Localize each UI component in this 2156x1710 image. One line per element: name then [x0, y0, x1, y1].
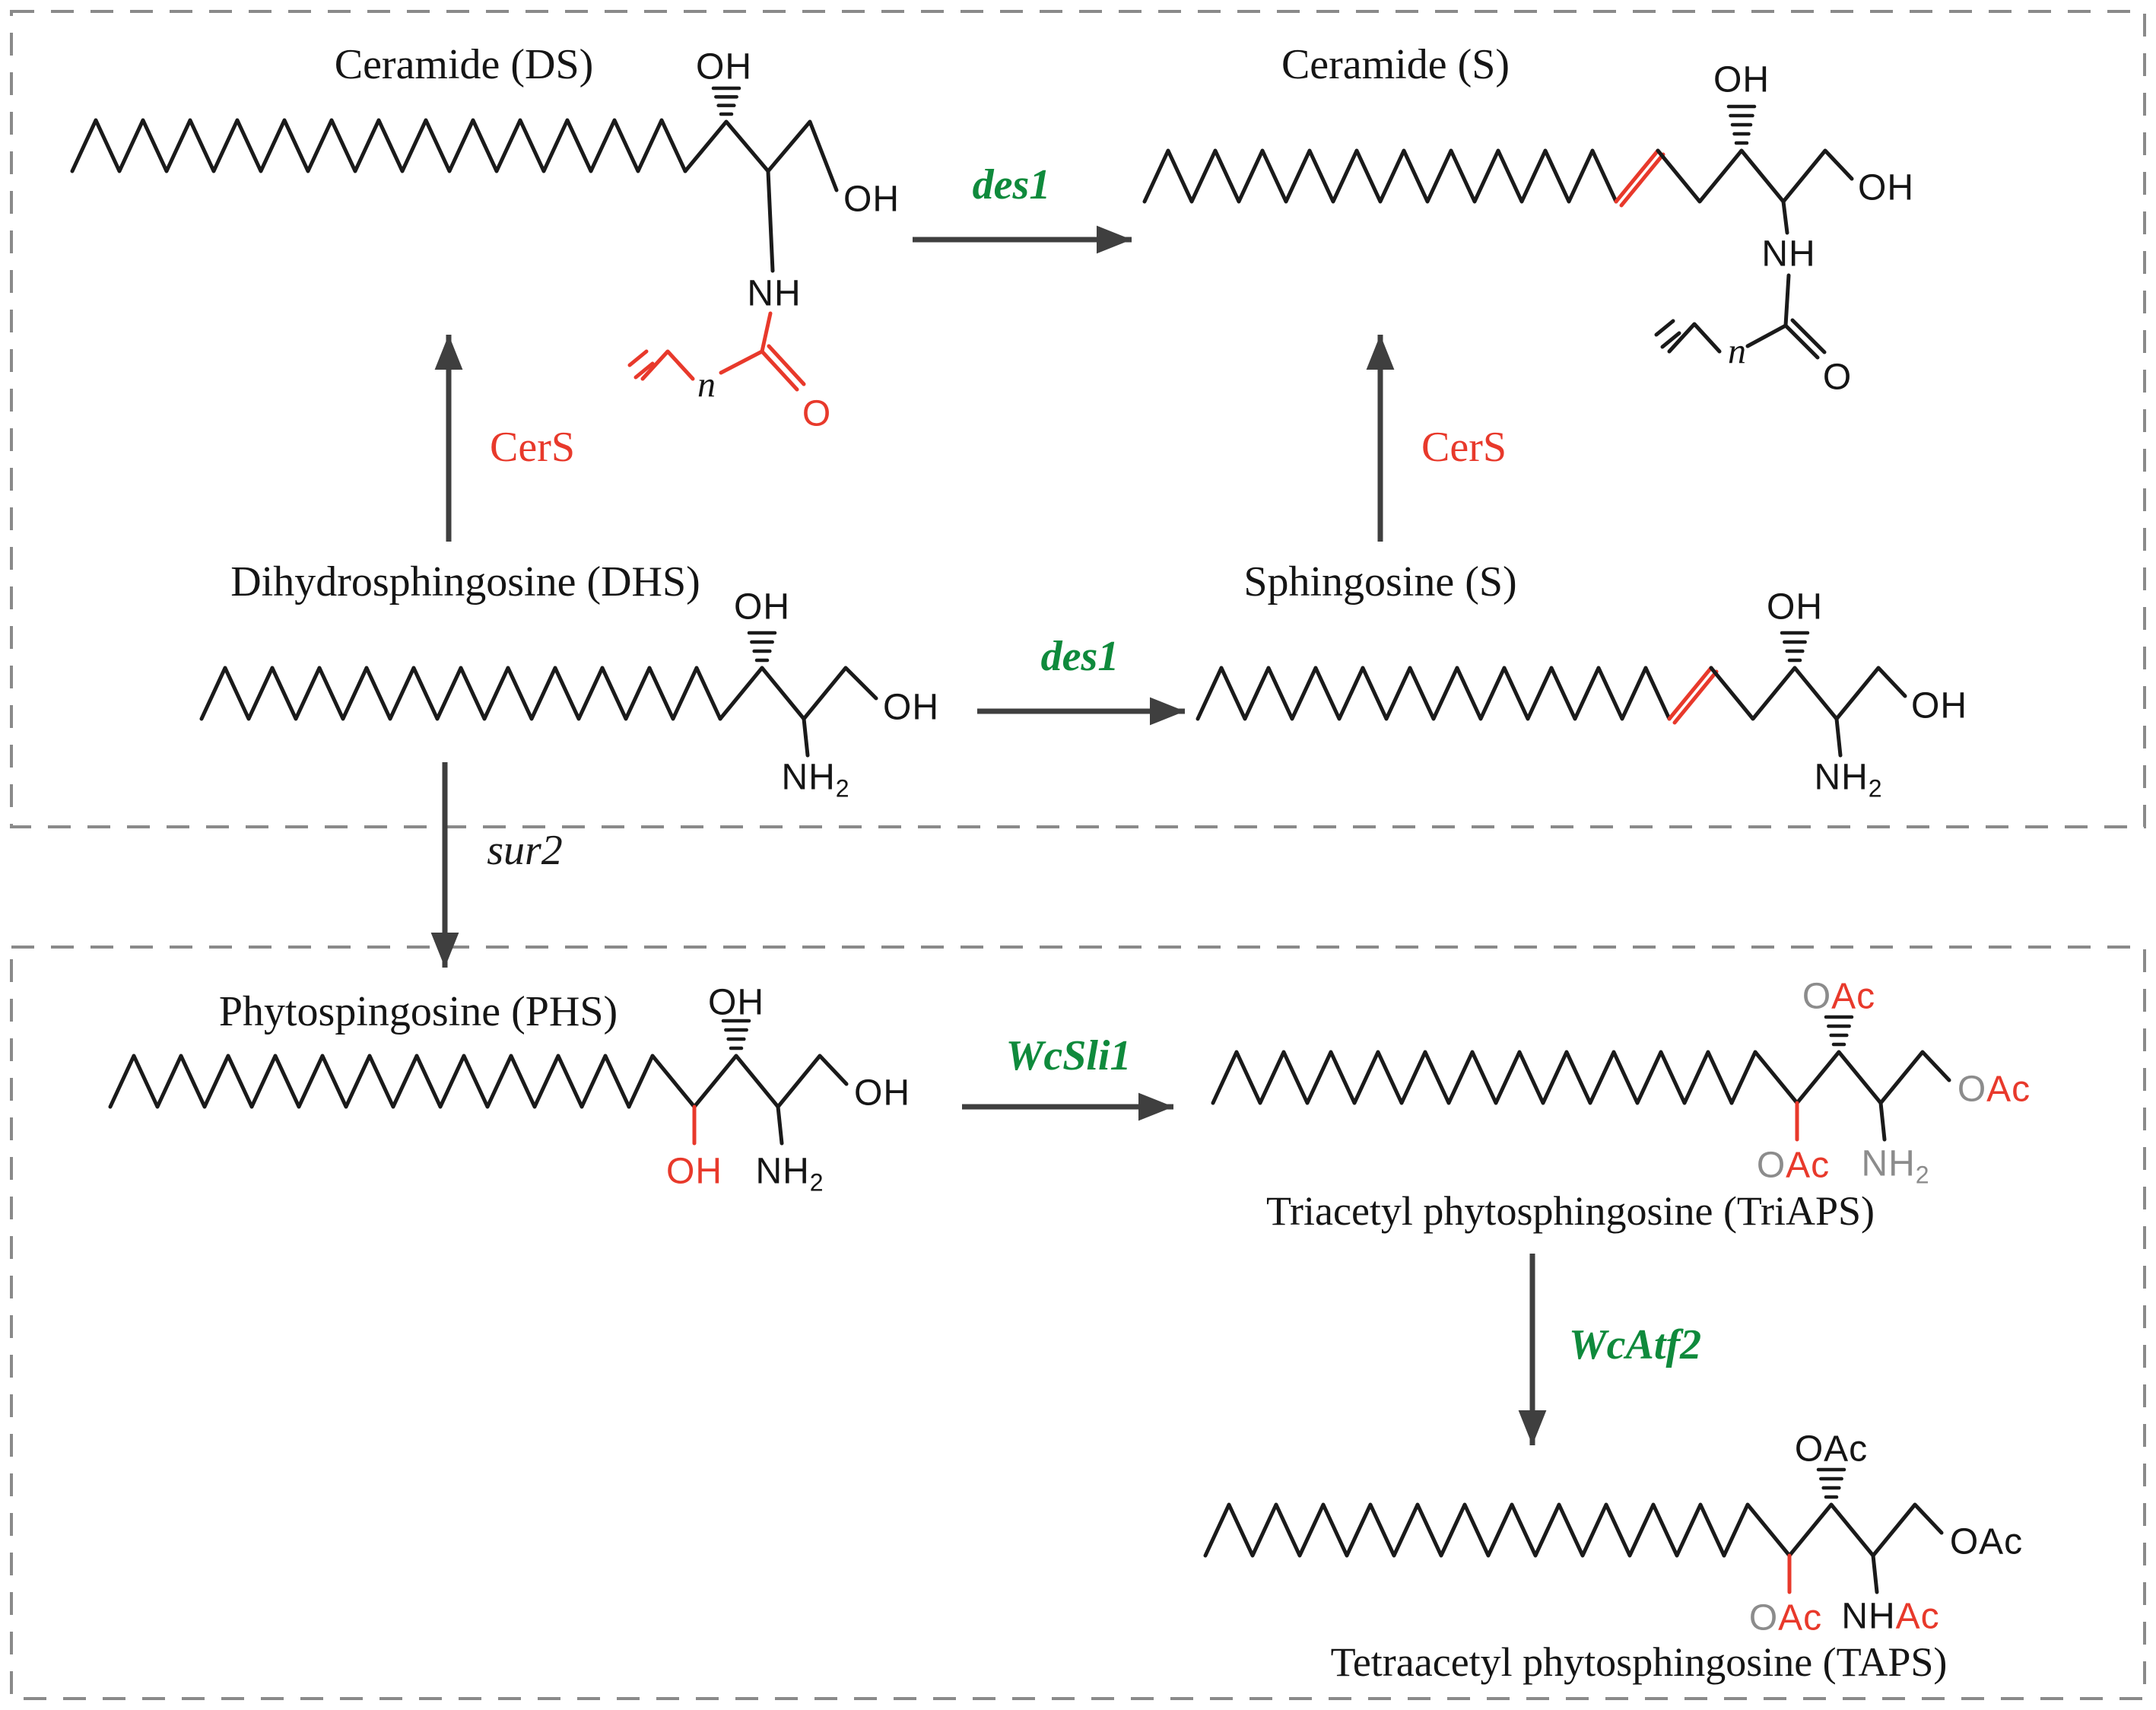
triaps-nh2-bond	[1878, 1101, 1887, 1142]
cers-right-label: CerS	[1421, 424, 1507, 471]
ceramide-s-chain	[1142, 148, 1618, 204]
acyl-chain-red	[640, 349, 695, 381]
sur2-label: sur2	[487, 827, 563, 874]
ceramide-s-o-label: O	[1822, 357, 1853, 398]
dhs-nh2-label: NH2	[781, 757, 849, 803]
stereo-hash-bond	[1816, 1467, 1846, 1499]
sphingosine-chain	[1195, 666, 1672, 721]
dashed-boxes	[10, 10, 2146, 1700]
phs-nh2-label: NH2	[755, 1151, 824, 1197]
cers-left-label: CerS	[490, 424, 575, 471]
dhs-title: Dihydrosphingosine (DHS)	[230, 558, 700, 605]
phs-oh-top-label: OH	[708, 982, 764, 1023]
trans-double-bond	[1672, 669, 1719, 725]
taps-oac-right-label: OAc	[1949, 1521, 2024, 1562]
ceramide-ds-n-label: n	[697, 364, 716, 405]
stereo-hash-bond	[711, 86, 741, 116]
taps-structure	[1203, 1467, 1944, 1594]
ceramide-s-structure	[1142, 104, 1854, 360]
ceramide-ds-chain	[70, 118, 687, 173]
sphingosine-structure	[1195, 631, 1907, 758]
sphingosine-title: Sphingosine (S)	[1243, 558, 1517, 605]
stereo-hash-bond	[1824, 1015, 1854, 1047]
taps-head	[1722, 1502, 1944, 1558]
acyl-chain	[1745, 323, 1788, 348]
bottom-dashed-box	[10, 946, 2146, 1700]
triaps-chain	[1211, 1050, 1734, 1105]
dhs-chain	[199, 666, 722, 721]
triaps-title: Triacetyl phytosphingosine (TriAPS)	[1265, 1188, 1875, 1234]
ceramide-ds-oh-top-label: OH	[696, 46, 752, 87]
ceramide-ds-nh-label: NH	[747, 273, 802, 314]
taps-title: Tetraacetyl phytosphingosine (TAPS)	[1330, 1639, 1948, 1685]
triaps-head	[1729, 1050, 1951, 1105]
taps-nhac-bond	[1871, 1553, 1879, 1594]
trans-double-bond	[1614, 148, 1660, 204]
trans-double-bond	[1667, 666, 1713, 721]
stereo-hash-bond	[1726, 104, 1757, 145]
phs-chain	[108, 1054, 631, 1109]
ceramide-ds-nh-bond	[766, 169, 775, 273]
dhs-oh-top-label: OH	[734, 586, 790, 628]
taps-chain	[1203, 1502, 1726, 1558]
stereo-hash-bond	[1780, 631, 1810, 663]
ceramide-ds-structure	[70, 86, 839, 392]
taps-nhac-label: NHAc	[1841, 1596, 1940, 1637]
reaction-arrows	[430, 225, 1547, 1445]
acyl-break-mark	[1660, 331, 1681, 349]
top-dashed-box	[10, 10, 2146, 828]
sphingosine-head	[1709, 666, 1907, 721]
trans-double-bond	[1619, 152, 1665, 208]
phs-oh-right-label: OH	[854, 1073, 910, 1114]
wcsli1-label: WcSli1	[1005, 1032, 1132, 1079]
phs-head	[627, 1054, 849, 1109]
carbonyl-double-bond	[767, 344, 806, 386]
acyl-break-mark	[627, 349, 649, 367]
amide-bond	[760, 311, 773, 354]
stereo-hash-bond	[721, 1019, 751, 1050]
stereo-hash-bond	[747, 631, 777, 663]
carbonyl-double-bond	[760, 349, 799, 392]
wcatf2-label: WcAtf2	[1568, 1321, 1702, 1368]
ceramide-s-title: Ceramide (S)	[1281, 41, 1510, 88]
sphingosine-nh2-label: NH2	[1814, 757, 1882, 803]
sphingosine-oh-top-label: OH	[1767, 586, 1823, 628]
acyl-chain	[1667, 322, 1722, 354]
triaps-structure	[1211, 1015, 1951, 1142]
triaps-oac-bottom-label: OAc	[1756, 1145, 1831, 1186]
triaps-oac-top-label: OAc	[1802, 976, 1876, 1017]
taps-oac-top-label: OAc	[1794, 1429, 1869, 1470]
dhs-oh-right-label: OH	[883, 687, 939, 728]
des1-mid-label: des1	[1040, 633, 1119, 680]
amide-bond	[1783, 273, 1791, 328]
sphingosine-oh-right-label: OH	[1911, 685, 1967, 726]
phs-nh2-bond	[776, 1105, 784, 1146]
ceramide-s-n-label: n	[1728, 331, 1746, 372]
sphingosine-nh2-bond	[1834, 717, 1843, 758]
ceramide-s-head	[1656, 148, 1854, 204]
ceramide-ds-o-label: O	[802, 393, 832, 434]
ceramide-s-oh-top-label: OH	[1713, 59, 1770, 100]
dhs-structure	[199, 631, 878, 758]
ceramide-s-nh-bond	[1781, 199, 1789, 235]
ceramide-ds-oh-right-label: OH	[843, 179, 900, 220]
des1-top-label: des1	[972, 161, 1051, 208]
phs-structure	[108, 1019, 849, 1146]
carbonyl-double-bond	[1790, 318, 1827, 354]
phs-title: Phytospingosine (PHS)	[218, 988, 618, 1035]
ceramide-s-oh-right-label: OH	[1858, 167, 1914, 208]
acyl-chain-red	[719, 349, 764, 375]
triaps-oac-right-label: OAc	[1957, 1069, 2031, 1110]
acyl-break-mark	[1654, 319, 1675, 337]
ceramide-s-nh-label: NH	[1761, 234, 1816, 275]
dhs-nh2-bond	[802, 717, 810, 758]
phs-oh-c4-label: OH	[666, 1151, 722, 1192]
ceramide-ds-title: Ceramide (DS)	[334, 41, 594, 88]
triaps-nh2-label: NH2	[1861, 1143, 1929, 1189]
taps-oac-bottom-label: OAc	[1748, 1597, 1823, 1638]
acyl-break-mark	[633, 361, 655, 380]
carbonyl-double-bond	[1783, 323, 1820, 360]
